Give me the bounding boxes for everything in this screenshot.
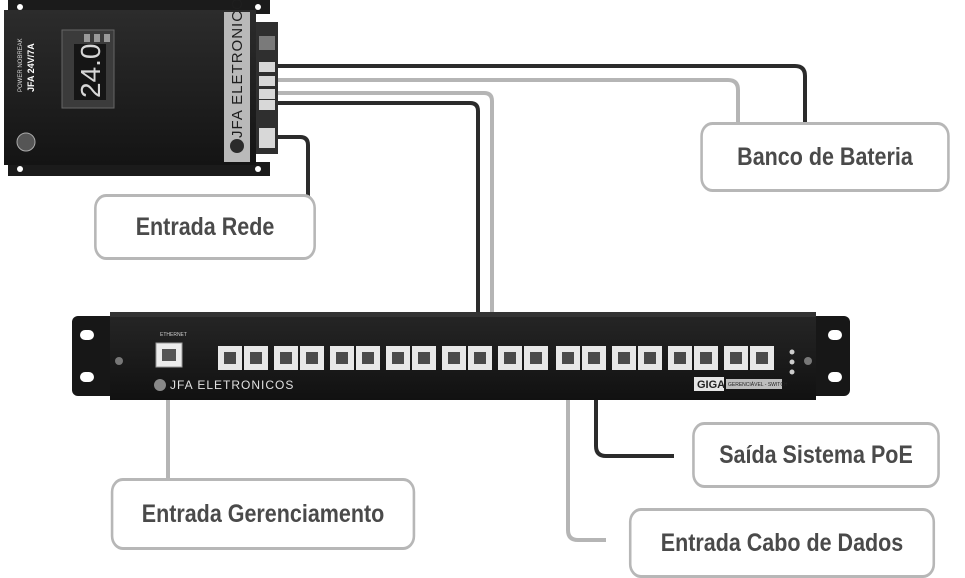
cable-battery-light — [268, 78, 740, 122]
cable-data — [566, 364, 606, 542]
cable-poe — [594, 364, 674, 458]
ps-terminal-block — [256, 22, 278, 154]
switch-brand-text: JFA ELETRONICOS — [170, 378, 294, 392]
ps-seal-icon — [16, 132, 36, 152]
rack-switch: ETHERNET — [72, 312, 850, 400]
callout-battery-bank: Banco de Bateria — [700, 122, 950, 192]
ps-flange-bottom — [8, 162, 270, 176]
switch-giga-badge — [694, 377, 724, 391]
ps-brand-strip — [224, 12, 250, 162]
cable-battery-dark — [268, 64, 807, 122]
cable-network — [268, 135, 310, 196]
ps-brand-text: JFA ELETRONICOS — [229, 0, 246, 138]
ps-model-line2: JFA 24V/7A — [26, 43, 36, 92]
switch-mgmt-label: ETHERNET — [160, 332, 187, 338]
ps-model-line1: POWER NOBREAK — [18, 38, 24, 92]
power-supply: JFA ELETRONICOS POWER NOBREAK JFA 24V/7A… — [4, 0, 278, 176]
switch-giga-text: GIGA — [697, 379, 725, 391]
callout-data-cable-input: Entrada Cabo de Dados — [628, 508, 936, 578]
switch-giga-sub: GERENCIÁVEL - SWITCH — [728, 381, 788, 388]
ps-body — [4, 10, 256, 165]
cable-switch-light — [268, 91, 494, 312]
callout-management-input: Entrada Gerenciamento — [110, 478, 416, 550]
switch-logo-icon — [154, 379, 166, 391]
cable-switch-dark — [268, 101, 480, 312]
ps-display — [74, 44, 106, 100]
callout-network-input: Entrada Rede — [94, 194, 316, 260]
callout-poe-output: Saída Sistema PoE — [692, 422, 940, 488]
ps-display-value: 24.0 — [75, 44, 106, 99]
